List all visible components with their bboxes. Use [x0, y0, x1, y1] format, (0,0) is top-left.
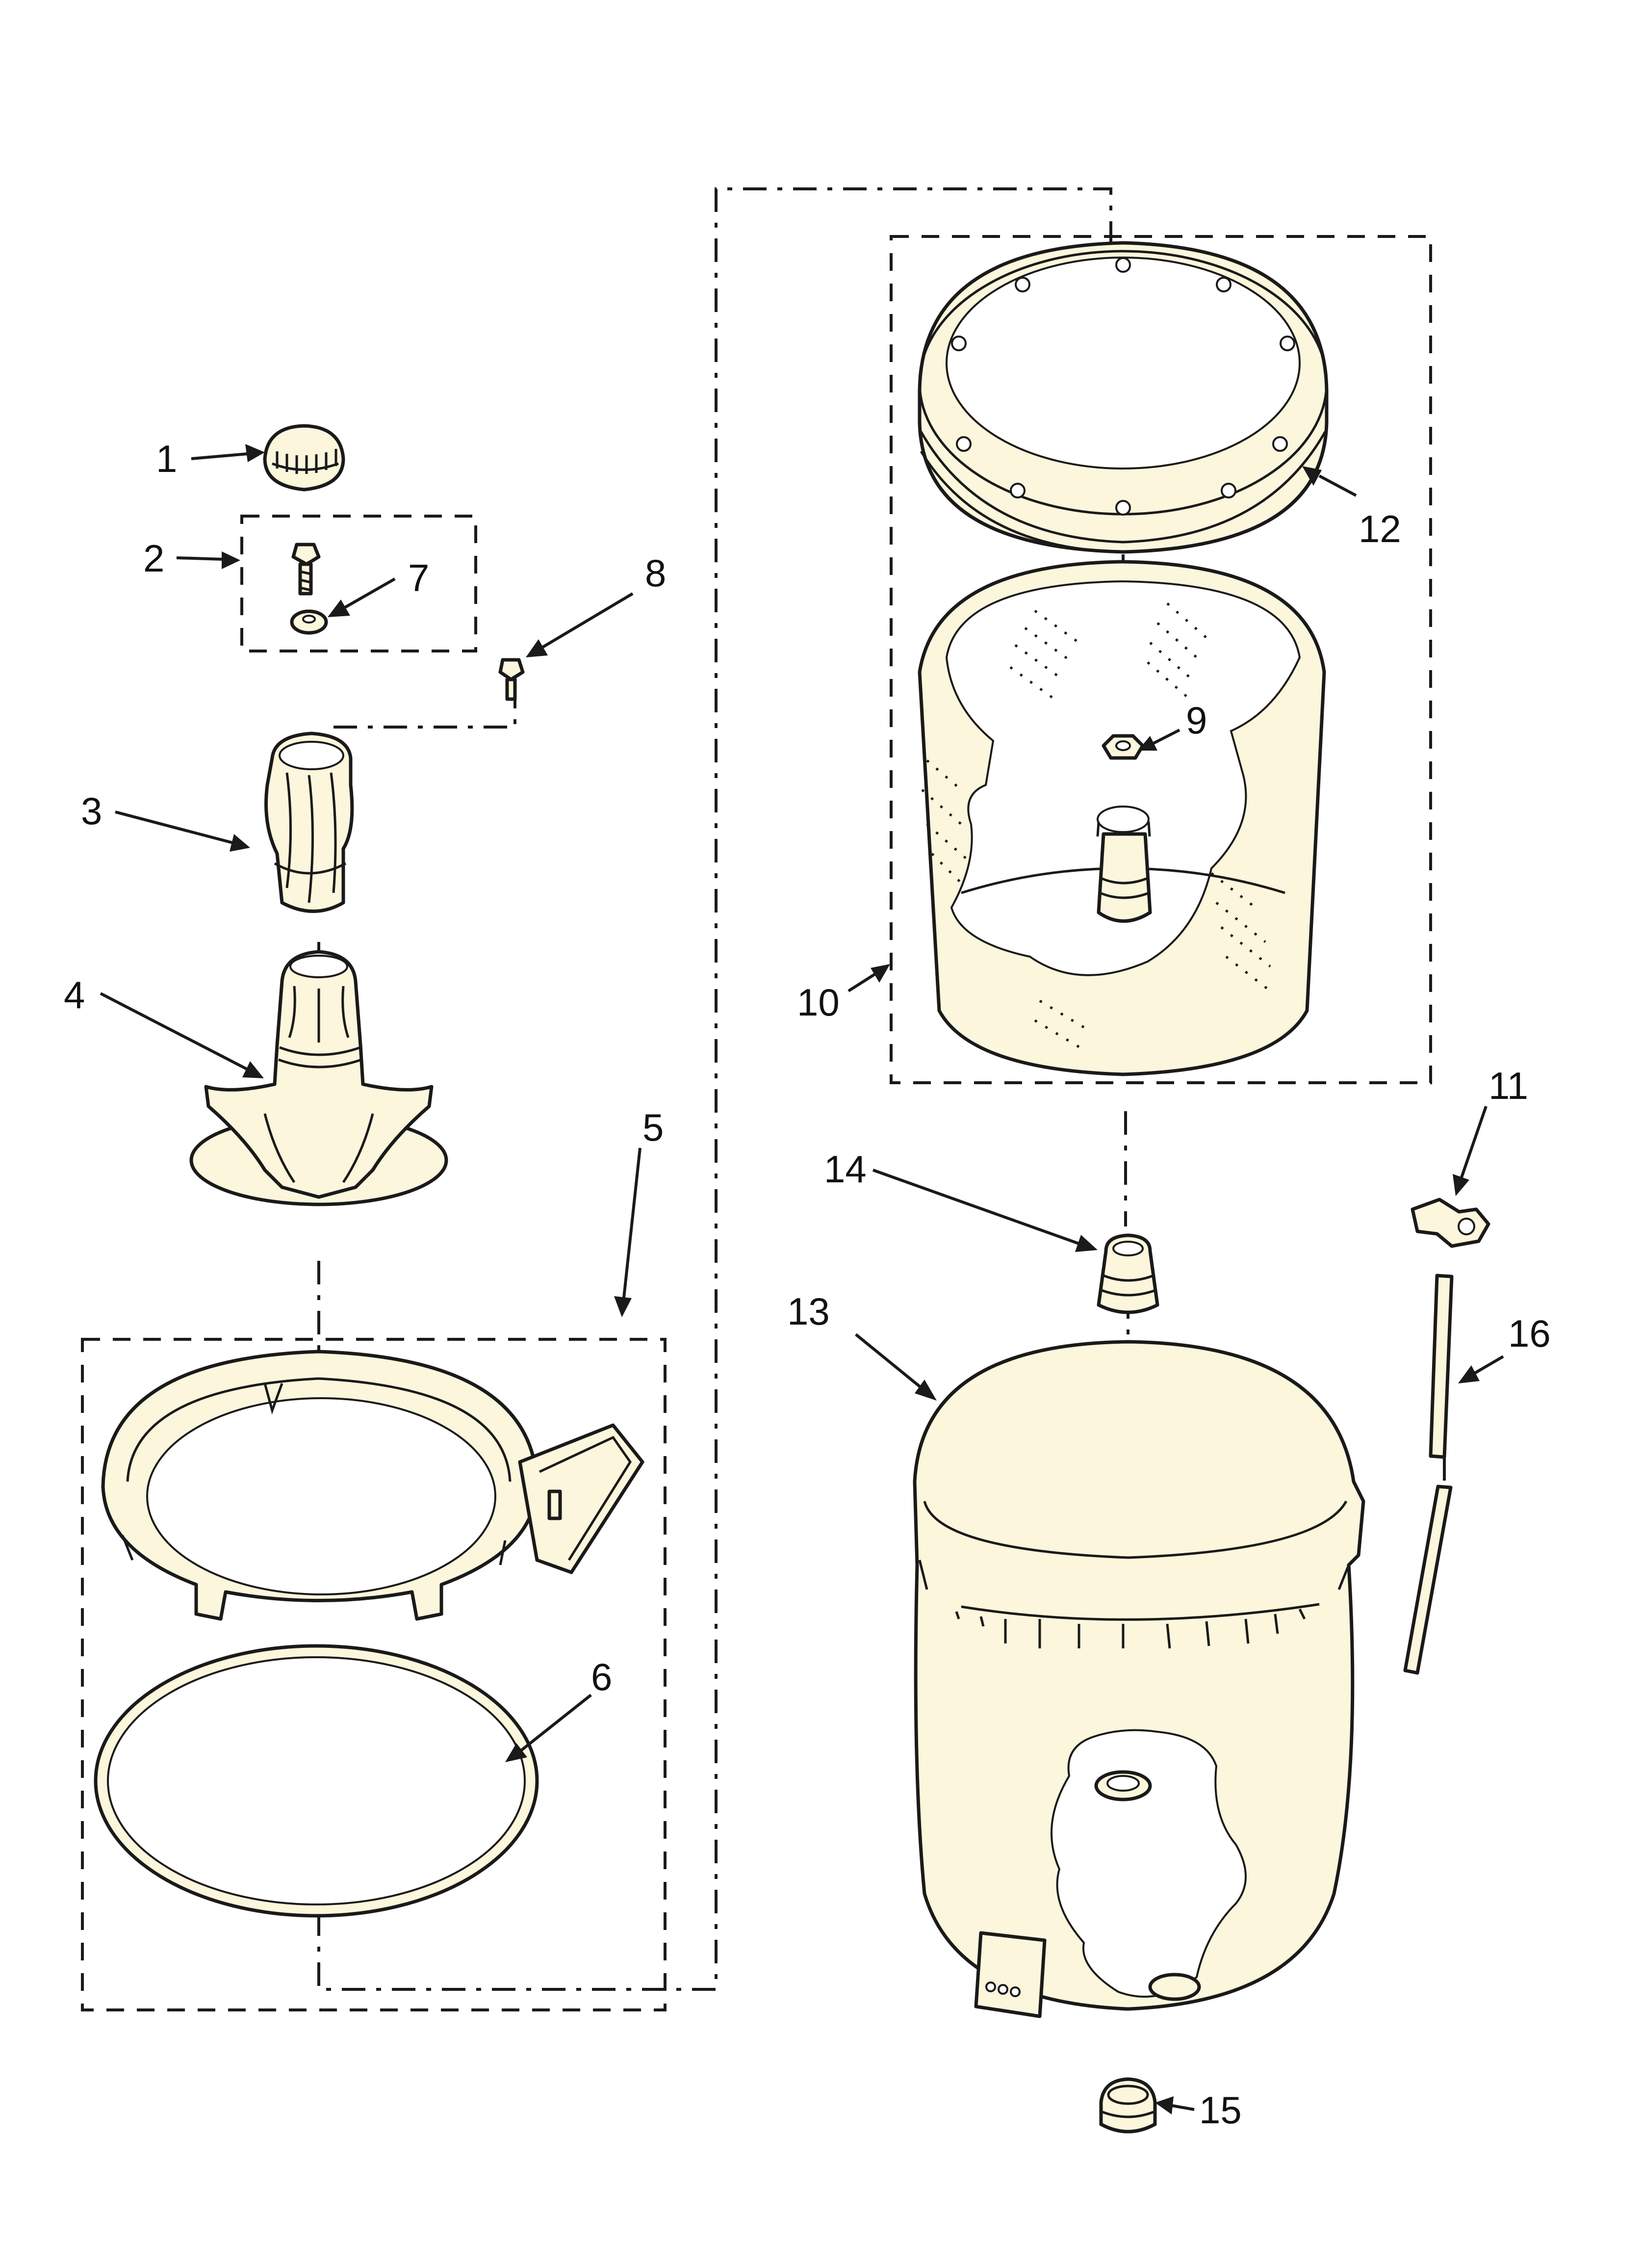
- plug-part: [1099, 2077, 1157, 2134]
- callout-5: 5: [642, 1106, 664, 1149]
- bearing-seal-part: [1097, 1233, 1159, 1314]
- leader-arrows: [100, 444, 1504, 2114]
- ring-seal-part: [94, 1644, 539, 1918]
- callout-14: 14: [824, 1147, 867, 1191]
- agitator-cam-part: [264, 731, 354, 913]
- kit-box-10-12: [890, 235, 1432, 1084]
- kit-box-5-6: [81, 1338, 667, 2011]
- bolt-part: [291, 543, 321, 596]
- callout-12: 12: [1359, 507, 1401, 550]
- callout-6: 6: [591, 1655, 612, 1698]
- agitator-part: [189, 950, 448, 1206]
- callout-1: 1: [156, 437, 177, 480]
- cap-part: [263, 424, 345, 492]
- callout-16: 16: [1508, 1312, 1551, 1355]
- callout-15: 15: [1199, 2088, 1242, 2132]
- balance-ring-part: [918, 241, 1329, 554]
- callout-11: 11: [1488, 1064, 1528, 1107]
- callout-10: 10: [797, 981, 840, 1024]
- screw-part: [498, 658, 525, 701]
- callout-8: 8: [645, 551, 666, 595]
- spin-basket-part: [918, 560, 1326, 1076]
- basket-perforations: [921, 602, 1271, 1051]
- hub-nut-part: [1102, 734, 1145, 760]
- callout-7: 7: [408, 556, 429, 600]
- callout-2: 2: [143, 537, 164, 580]
- callout-4: 4: [64, 973, 85, 1017]
- callout-9: 9: [1186, 699, 1207, 742]
- callout-13: 13: [787, 1290, 830, 1333]
- callout-3: 3: [81, 789, 102, 833]
- washer-part: [290, 609, 328, 635]
- kit-box-2-7: [240, 515, 477, 652]
- outer-tub-part: [913, 1340, 1365, 2018]
- hose-clip-part: [1411, 1198, 1490, 1248]
- tub-ring-part: [101, 1350, 644, 1621]
- callout-labels: 1 2 3 4 5 6 7 8 9 10 11 12 13 14 15 16: [64, 437, 1551, 2132]
- hose-part: [1403, 1274, 1454, 1675]
